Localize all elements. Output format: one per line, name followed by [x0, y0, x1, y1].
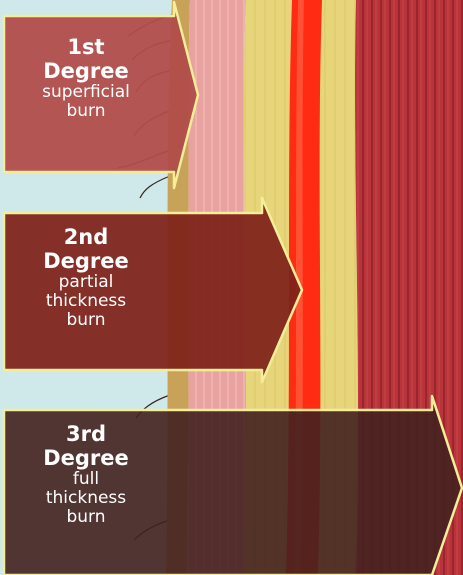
third-degree-desc-line1: full — [6, 470, 166, 489]
third-degree-word: Degree — [6, 447, 166, 471]
third-degree-label: 3rd Degree full thickness burn — [6, 423, 166, 527]
second-degree-desc-line1: partial — [6, 273, 166, 292]
first-degree-label: 1st Degree superficial burn — [6, 36, 166, 121]
first-degree-desc-line2: burn — [6, 102, 166, 121]
first-degree-word: Degree — [6, 60, 166, 84]
first-degree-number: 1st — [6, 36, 166, 60]
second-degree-label: 2nd Degree partial thickness burn — [6, 226, 166, 330]
third-degree-desc-line2: thickness — [6, 489, 166, 508]
second-degree-word: Degree — [6, 250, 166, 274]
second-degree-desc-line2: thickness — [6, 292, 166, 311]
first-degree-desc-line1: superficial — [6, 83, 166, 102]
second-degree-number: 2nd — [6, 226, 166, 250]
second-degree-desc-line3: burn — [6, 311, 166, 330]
third-degree-number: 3rd — [6, 423, 166, 447]
third-degree-desc-line3: burn — [6, 508, 166, 527]
